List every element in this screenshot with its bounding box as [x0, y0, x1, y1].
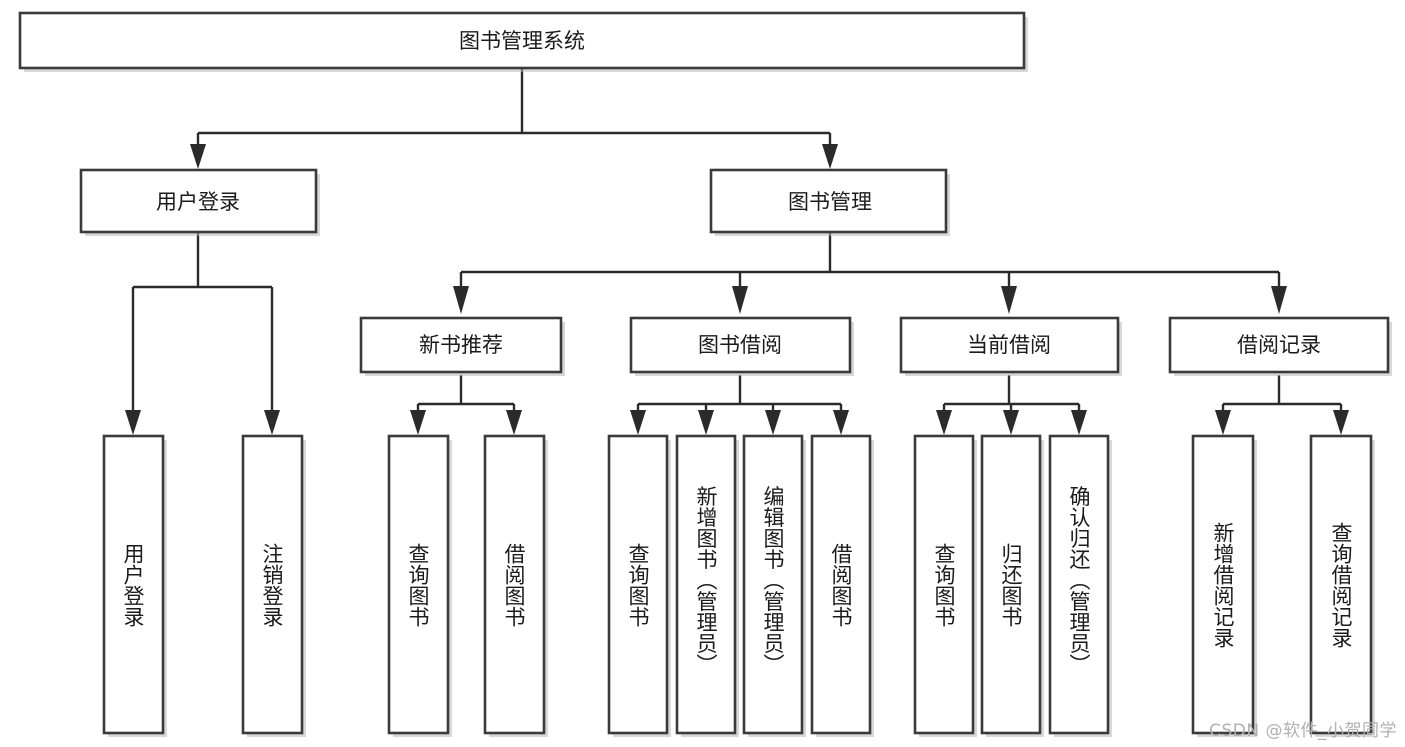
node-label: 用户登录: [156, 190, 240, 214]
arrow-head-icon: [1215, 410, 1231, 435]
node-label: 当前借阅: [967, 333, 1051, 357]
node-label: 查询图书: [406, 543, 430, 627]
leaf-newbook-borrow[interactable]: 借阅图书: [483, 434, 548, 737]
node-rect[interactable]: [742, 434, 804, 735]
node-rect[interactable]: [1048, 434, 1110, 735]
node-label: 借阅图书: [502, 543, 526, 627]
leaf-borrow-query[interactable]: 查询图书: [607, 434, 671, 737]
node-rect[interactable]: [629, 316, 852, 374]
node-rect[interactable]: [913, 434, 975, 735]
node-current-borrow[interactable]: 当前借阅: [899, 316, 1122, 376]
arrow-head-icon: [125, 410, 141, 435]
leaf-current-return[interactable]: 归还图书: [980, 434, 1044, 737]
node-rect[interactable]: [79, 168, 318, 234]
node-label: 用户登录: [121, 543, 145, 627]
arrow-head-icon: [190, 144, 206, 169]
arrow-head-icon: [630, 410, 646, 435]
arrow-head-icon: [732, 286, 748, 314]
node-rect[interactable]: [483, 434, 546, 735]
leaf-current-confirm-return[interactable]: 确认归还（管理员）: [1048, 434, 1112, 737]
arrow-head-icon: [936, 410, 952, 435]
node-rect[interactable]: [387, 434, 450, 735]
node-rect[interactable]: [18, 11, 1026, 70]
arrow-head-icon: [1333, 410, 1349, 435]
arrow-head-icon: [698, 410, 714, 435]
node-label: 借阅图书: [829, 543, 853, 627]
node-rect[interactable]: [810, 434, 872, 735]
node-label: 新增图书（管理员）: [694, 486, 718, 675]
node-book-borrow[interactable]: 图书借阅: [629, 316, 854, 376]
connector-layer: [125, 69, 1349, 435]
leaf-records-add[interactable]: 新增借阅记录: [1191, 434, 1257, 737]
leaf-borrow-add[interactable]: 新增图书（管理员）: [675, 434, 739, 737]
node-rect[interactable]: [899, 316, 1120, 374]
node-book-management[interactable]: 图书管理: [709, 168, 950, 236]
node-label: 查询图书: [932, 543, 956, 627]
leaf-records-query[interactable]: 查询借阅记录: [1309, 434, 1375, 737]
node-rect[interactable]: [675, 434, 737, 735]
node-label: 归还图书: [999, 543, 1023, 627]
arrow-head-icon: [1271, 286, 1287, 314]
node-rect[interactable]: [241, 434, 304, 735]
node-label: 图书管理系统: [459, 29, 585, 53]
arrow-head-icon: [1001, 286, 1017, 314]
leaf-newbook-query[interactable]: 查询图书: [387, 434, 452, 737]
node-label: 确认归还（管理员）: [1067, 486, 1091, 675]
node-label: 图书借阅: [698, 333, 782, 357]
arrow-head-icon: [765, 410, 781, 435]
node-label: 编辑图书（管理员）: [761, 486, 785, 675]
node-rect[interactable]: [980, 434, 1042, 735]
node-rect[interactable]: [102, 434, 165, 735]
node-rect[interactable]: [709, 168, 948, 234]
node-label: 图书管理: [788, 190, 872, 214]
leaf-borrow-book[interactable]: 借阅图书: [810, 434, 874, 737]
arrow-head-icon: [506, 410, 522, 435]
node-label: 新书推荐: [419, 333, 503, 357]
watermark: CSDN @软件_小贺同学: [1209, 721, 1397, 741]
node-rect[interactable]: [607, 434, 669, 735]
node-label: 注销登录: [260, 543, 284, 627]
node-new-book-recommend[interactable]: 新书推荐: [359, 316, 565, 376]
node-root[interactable]: 图书管理系统: [18, 11, 1028, 72]
node-label: 查询借阅记录: [1329, 522, 1353, 648]
node-rect[interactable]: [359, 316, 563, 374]
node-label: 查询图书: [626, 543, 650, 627]
arrow-head-icon: [1003, 410, 1019, 435]
node-rect[interactable]: [1191, 434, 1255, 735]
node-borrow-records[interactable]: 借阅记录: [1168, 316, 1392, 376]
leaf-logout[interactable]: 注销登录: [241, 434, 306, 737]
node-label: 借阅记录: [1237, 333, 1321, 357]
node-user-login[interactable]: 用户登录: [79, 168, 320, 236]
node-label: 新增借阅记录: [1211, 522, 1235, 648]
arrow-head-icon: [410, 410, 426, 435]
arrow-head-icon: [833, 410, 849, 435]
arrow-head-icon: [264, 410, 280, 435]
node-rect[interactable]: [1168, 316, 1390, 374]
arrow-head-icon: [1071, 410, 1087, 435]
leaf-user-login[interactable]: 用户登录: [102, 434, 167, 737]
leaf-borrow-edit[interactable]: 编辑图书（管理员）: [742, 434, 806, 737]
leaf-current-query[interactable]: 查询图书: [913, 434, 977, 737]
node-rect[interactable]: [1309, 434, 1373, 735]
arrow-head-icon: [822, 144, 838, 169]
arrow-head-icon: [453, 286, 469, 314]
